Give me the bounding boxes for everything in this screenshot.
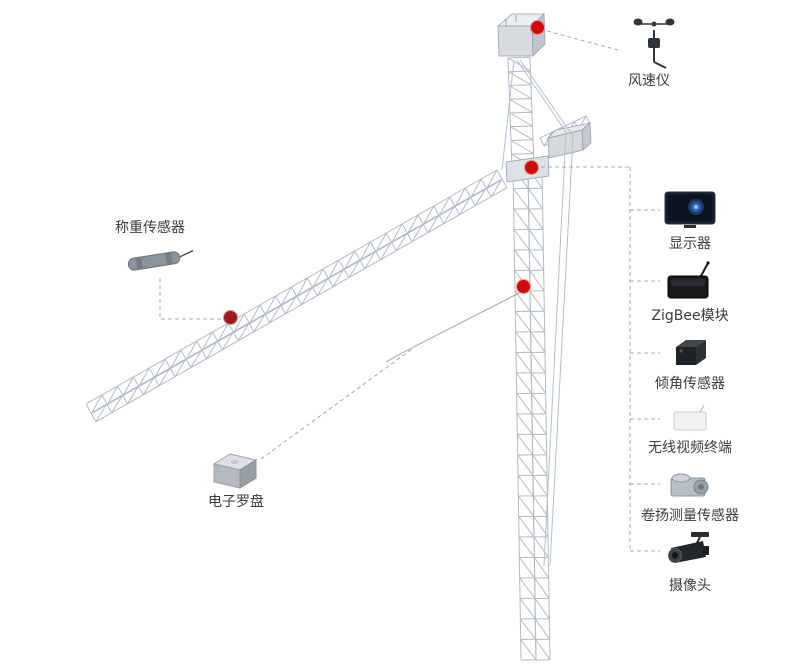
- monitor-icon: [663, 190, 717, 230]
- compass-icon: [206, 448, 264, 494]
- zigbee-module-icon: [665, 260, 715, 302]
- marker-anemometer-point: [530, 20, 545, 35]
- panel-item-label: 卷扬测量传感器: [641, 508, 739, 524]
- panel-item-label: 显示器: [669, 236, 711, 252]
- panel-item-label: 倾角传感器: [655, 376, 725, 392]
- anemometer-label: 风速仪: [628, 73, 670, 89]
- load-sensor-icon: [122, 242, 198, 278]
- panel-item-wireless-video-terminal: 无线视频终端: [632, 404, 748, 457]
- crane-lattice: [85, 56, 591, 661]
- panel-item-camera: 摄像头: [632, 530, 748, 595]
- panel-item-label: ZigBee模块: [651, 308, 729, 324]
- panel-item-monitor: 显示器: [632, 190, 748, 253]
- panel-item-tilt-sensor: 倾角传感器: [632, 336, 748, 393]
- marker-mast-point: [516, 279, 531, 294]
- compass-label: 电子罗盘: [208, 494, 264, 510]
- marker-jib-point: [223, 310, 238, 325]
- load-sensor-label: 称重传感器: [115, 220, 185, 236]
- marker-slewing-point: [524, 160, 539, 175]
- panel-item-label: 无线视频终端: [648, 440, 732, 456]
- tilt-sensor-icon: [668, 336, 712, 370]
- callout-lines: [159, 30, 660, 552]
- hoist-measure-sensor-icon: [667, 466, 713, 502]
- panel-item-zigbee-module: ZigBee模块: [632, 260, 748, 325]
- wireless-video-terminal-icon: [670, 404, 710, 434]
- panel-item-label: 摄像头: [669, 578, 711, 594]
- crane-ropes: [385, 59, 574, 567]
- camera-icon: [665, 530, 715, 572]
- anemometer-icon: [624, 12, 680, 72]
- panel-item-hoist-measure-sensor: 卷扬测量传感器: [632, 466, 748, 525]
